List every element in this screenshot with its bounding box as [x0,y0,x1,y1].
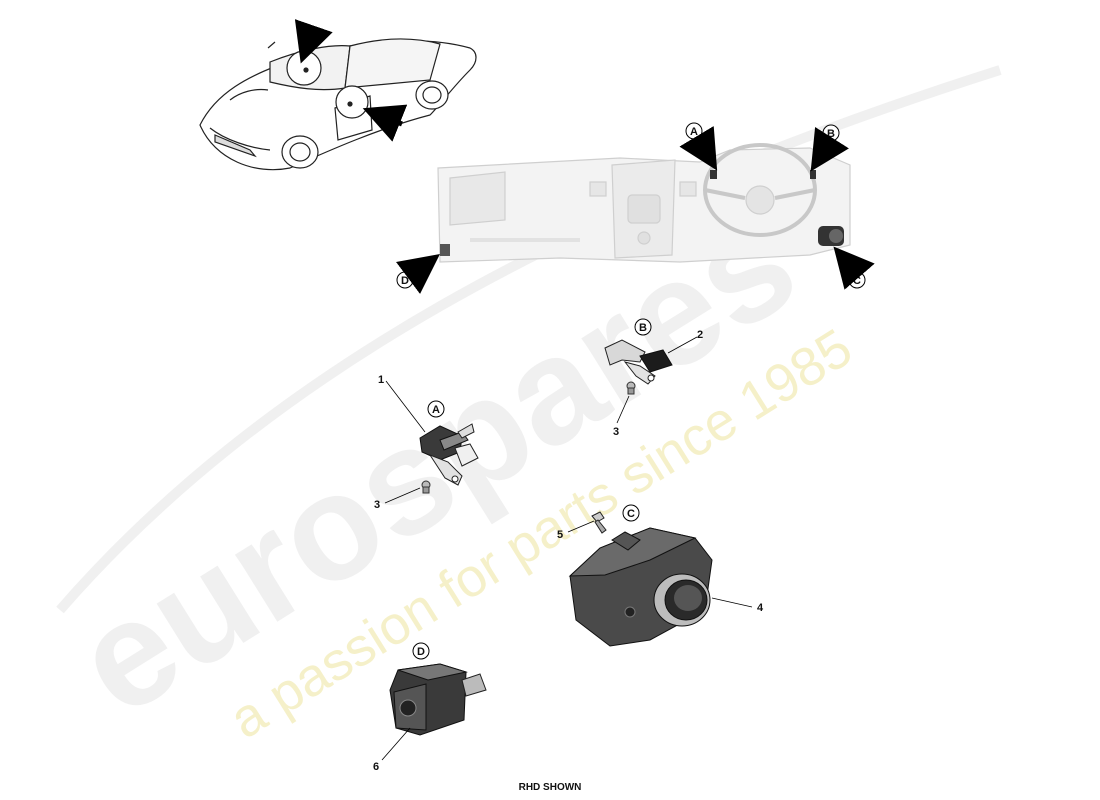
pointer-arrow [396,254,440,294]
detail-circle [335,85,369,119]
svg-text:D: D [401,275,409,287]
part-1-switch [419,423,479,486]
part-number-1: 1 [378,374,384,386]
pointer-arrow [362,104,408,142]
part-number-2: 2 [697,329,703,341]
svg-text:A: A [690,126,698,138]
pointer-arrow [294,19,333,64]
switch-location-d-marker [440,244,450,256]
part-number-3a: 3 [374,499,380,511]
part-5-screw [591,511,607,534]
part-2-switch [604,339,673,385]
part-3-screw [421,480,431,494]
part-number-4: 4 [757,602,764,614]
pointer-arrow [833,246,875,290]
callout-d-top: D [396,271,414,289]
part-6-switch [389,663,487,736]
dashboard-overview-illustration [437,143,851,263]
callout-b: B [634,318,652,336]
callout-a-top: A [685,122,703,140]
part-number-5: 5 [557,529,563,541]
part-3-screw [626,381,636,395]
callout-d: D [412,642,430,660]
callout-b-top: B [822,124,840,142]
pointer-arrow [679,125,718,171]
svg-text:B: B [827,128,835,140]
callout-c-top: C [848,271,866,289]
rhd-shown-note: RHD SHOWN [518,782,582,793]
part-number-3b: 3 [613,426,619,438]
switch-location-a-marker [710,170,717,179]
part-4-light-switch-module [568,527,713,647]
switch-location-c-marker [818,226,844,246]
callout-a: A [427,400,445,418]
svg-text:D: D [417,646,425,658]
svg-text:C: C [853,275,861,287]
callout-c: C [622,504,640,522]
switch-location-b-marker [810,170,816,179]
svg-text:C: C [627,508,635,520]
svg-text:A: A [432,404,440,416]
car-overview-illustration [199,38,477,171]
detail-circle [286,50,322,86]
part-number-6: 6 [373,761,379,773]
pointer-arrow [810,126,849,172]
svg-text:B: B [639,322,647,334]
